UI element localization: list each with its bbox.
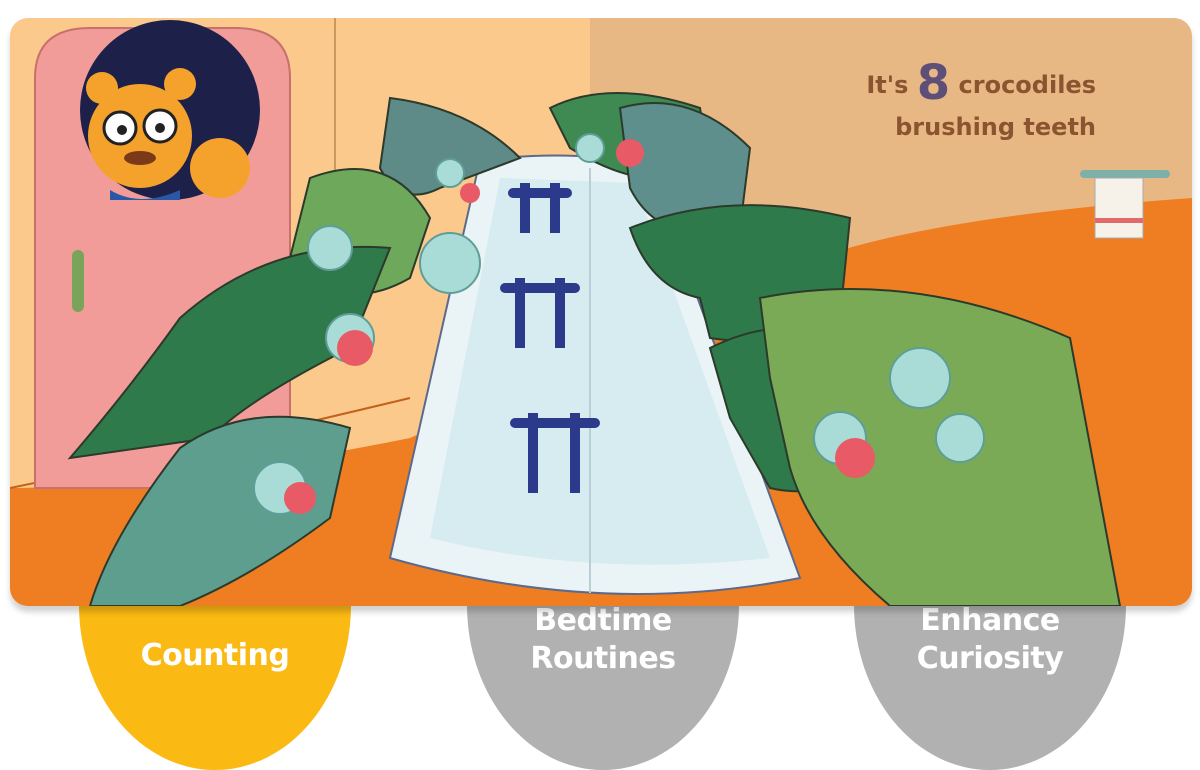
crocodiles-brushing-teeth-illustration (10, 18, 1192, 606)
book-spread-illustration: It's 8 crocodiles brushing teeth (10, 18, 1192, 606)
faucet-icon (500, 183, 600, 493)
crocodile-count: 8 (916, 55, 951, 111)
tab-label: Counting (140, 638, 290, 673)
bear-avatar-icon (80, 20, 260, 200)
sink (388, 154, 802, 595)
caption-text: It's 8 crocodiles brushing teeth (866, 55, 1096, 141)
toothbrush-icon (284, 139, 875, 514)
towel-rack (1080, 170, 1170, 239)
